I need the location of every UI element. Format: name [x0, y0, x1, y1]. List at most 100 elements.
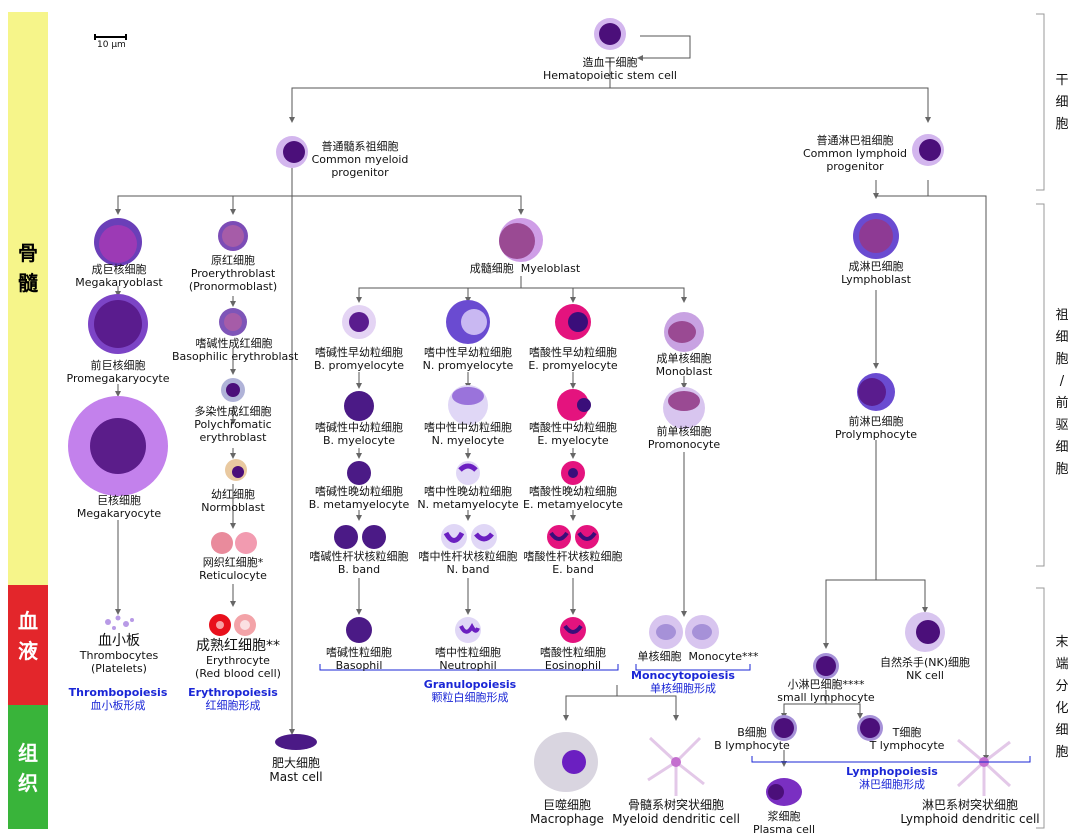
progenitor-side-label: 祖细胞/前驱细胞 — [1055, 308, 1069, 477]
n-band-icon — [441, 524, 497, 550]
bone-marrow-band — [8, 12, 48, 585]
scale-bar-label: 10 µm — [97, 40, 126, 50]
prolymphocyte-icon — [857, 373, 895, 411]
promegakaryocyte-icon — [88, 294, 148, 354]
e-band-icon — [547, 525, 599, 549]
polychromatic-erythroblast-icon — [221, 378, 245, 402]
cmp-cell-icon — [276, 136, 308, 168]
monoblast-icon — [664, 312, 704, 352]
eosinophil-icon — [560, 617, 586, 643]
small-lymphocyte-label: 小淋巴细胞****small lymphocyte — [777, 678, 875, 704]
bone-marrow-label: 骨髓 — [18, 241, 38, 295]
tissue-band — [8, 705, 48, 829]
e-metamyelocyte-icon — [561, 461, 585, 485]
erythrocyte-icon — [209, 614, 256, 636]
t-lymphocyte-icon — [857, 715, 883, 741]
blood-band — [8, 585, 48, 705]
myeloblast-label: 成髓细胞 Myeloblast — [469, 262, 581, 275]
n-promyelocyte-icon — [446, 300, 490, 344]
b-metamyelocyte-icon — [347, 461, 371, 485]
terminal-side-label: 末端分化细胞 — [1055, 635, 1069, 760]
b-lymphocyte-icon — [771, 715, 797, 741]
b-promyelocyte-icon — [342, 305, 376, 339]
normoblast-icon — [225, 459, 247, 481]
e-promyelocyte-icon — [555, 304, 591, 340]
hsc-cell-icon — [594, 18, 626, 50]
b-myelocyte-icon — [344, 391, 374, 421]
lymphoblast-icon — [853, 213, 899, 259]
b-band-icon — [334, 525, 386, 549]
mast-cell-icon — [275, 734, 317, 750]
n-myelocyte-icon — [448, 385, 488, 425]
plasma-cell-icon — [766, 778, 802, 806]
myeloid-dendritic-cell-icon — [647, 736, 705, 796]
basophilic-erythroblast-icon — [219, 308, 247, 336]
macrophage-icon — [534, 732, 598, 792]
clp-cell-icon — [912, 134, 944, 166]
megakaryoblast-icon — [94, 218, 142, 266]
monocyte-label: 单核细胞 Monocyte*** — [637, 650, 759, 663]
blood-label: 血液 — [18, 609, 38, 663]
megakaryocyte-icon — [68, 396, 168, 496]
myeloblast-icon — [499, 218, 543, 262]
platelets-icon — [105, 615, 134, 630]
proerythroblast-icon — [218, 221, 248, 251]
reticulocyte-icon — [211, 532, 257, 554]
stem-cell-side-label: 干细胞 — [1055, 73, 1069, 132]
monocyte-icon — [649, 615, 719, 649]
erythrocyte-label: 成熟红细胞**Erythrocyte(Red blood cell) — [195, 638, 281, 680]
neutrophil-icon — [455, 617, 481, 643]
tissue-label: 组织 — [18, 741, 38, 795]
basophil-icon — [346, 617, 372, 643]
promonocyte-icon — [663, 387, 705, 429]
nk-cell-icon — [905, 612, 945, 652]
